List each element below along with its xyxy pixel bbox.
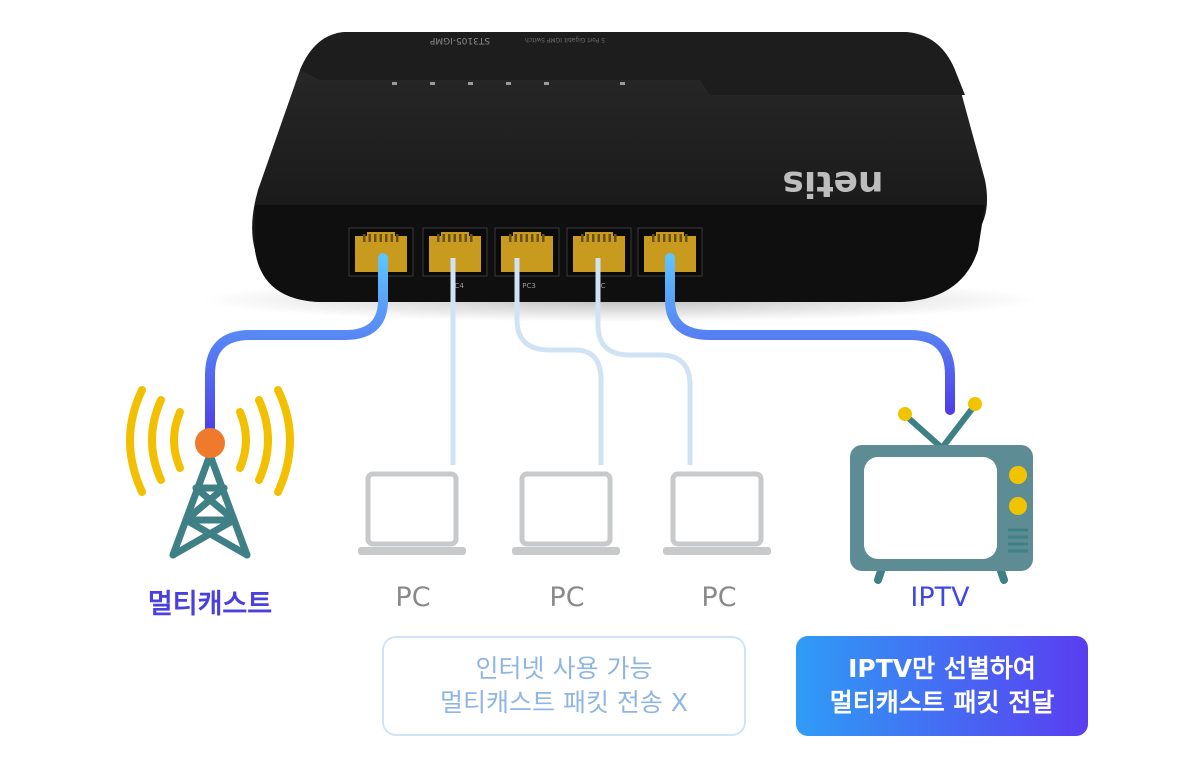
iptv-label: IPTV <box>910 582 970 613</box>
ethernet-port-5 <box>637 227 703 277</box>
pc-label-2: PC <box>549 582 585 613</box>
pc-label-3: PC <box>701 582 737 613</box>
ethernet-port-2: PC4 <box>422 227 488 290</box>
pc-cable-2 <box>514 258 604 465</box>
ethernet-port-1 <box>348 227 414 277</box>
ethernet-ports: PC4 PC3 PC <box>348 227 703 290</box>
switch-model-text: ST3105-IGMP <box>429 35 490 45</box>
pc-cable-3 <box>595 258 693 465</box>
ethernet-port-4: PC <box>566 227 632 290</box>
ethernet-port-3: PC3 <box>494 227 560 290</box>
network-switch: ST3105-IGMP 5 Port Gigabit IGMP Switch n… <box>252 32 988 302</box>
laptop-icon <box>358 471 466 555</box>
iptv-note-line-1: IPTV만 선별하여 <box>848 654 1036 683</box>
switch-brand-logo: netis <box>782 163 883 204</box>
tv-icon <box>850 397 1033 584</box>
laptop-icon <box>512 471 620 555</box>
switch-subtitle-text: 5 Port Gigabit IGMP Switch <box>525 36 605 43</box>
port-label-3: PC3 <box>522 282 536 290</box>
port-label-2: PC4 <box>450 282 464 290</box>
iptv-note-line-2: 멀티캐스트 패킷 전달 <box>829 688 1055 717</box>
broadcast-tower-icon <box>126 386 294 559</box>
pc-note-line-2: 멀티캐스트 패킷 전송 X <box>440 688 688 717</box>
pc-note-line-1: 인터넷 사용 가능 <box>475 654 653 683</box>
status-leds <box>392 82 625 85</box>
pc-label-1: PC <box>395 582 431 613</box>
multicast-cable <box>205 253 388 435</box>
iptv-note-box: IPTV만 선별하여 멀티캐스트 패킷 전달 <box>796 636 1088 736</box>
laptop-icon <box>663 471 771 555</box>
iptv-cable <box>665 253 955 415</box>
pc-note-box: 인터넷 사용 가능 멀티캐스트 패킷 전송 X <box>382 636 746 736</box>
port-label-4: PC <box>596 282 605 290</box>
multicast-label: 멀티캐스트 <box>147 589 273 620</box>
